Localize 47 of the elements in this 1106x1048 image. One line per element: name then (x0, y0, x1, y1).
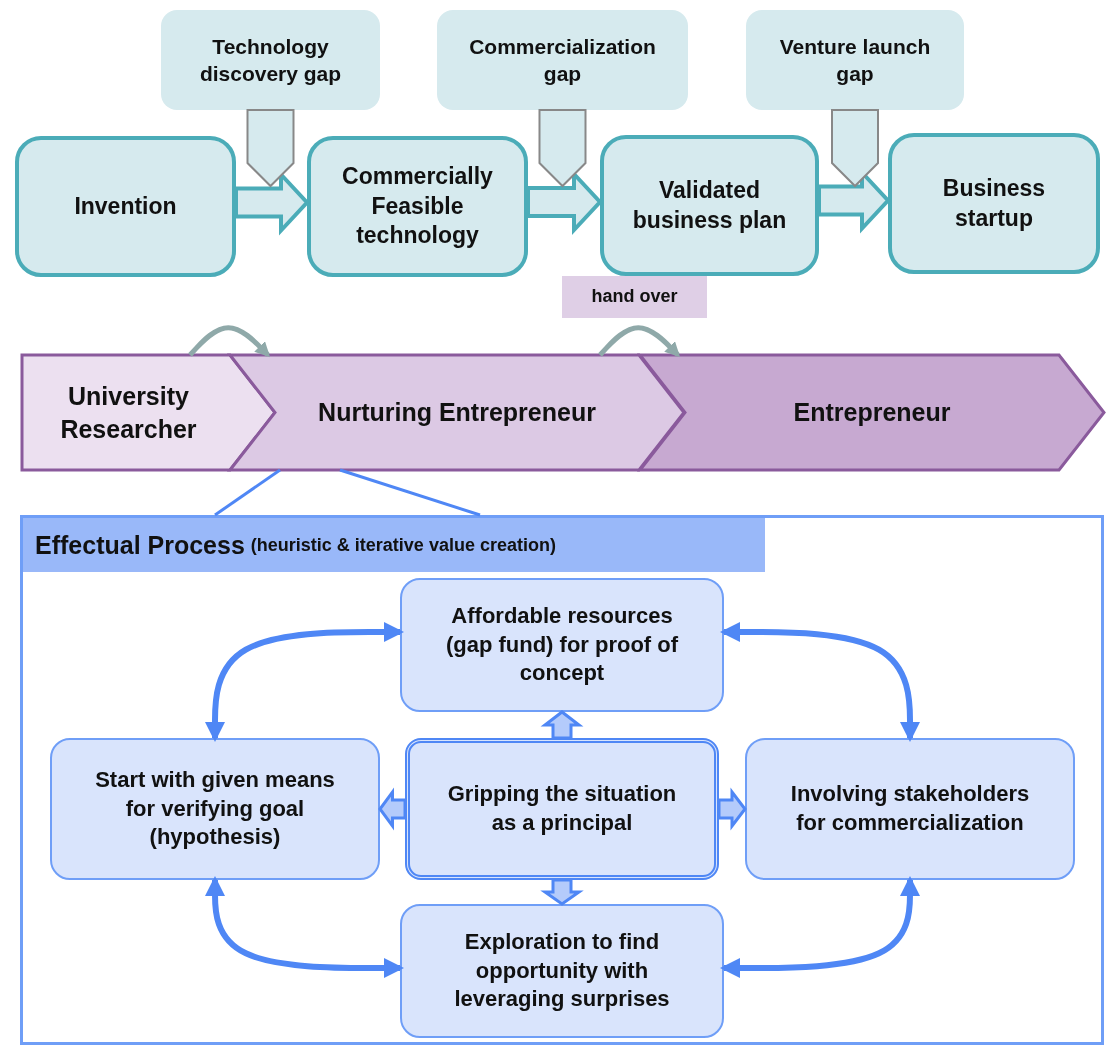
curved-arrow (205, 876, 404, 978)
pointer-arrow (538, 109, 587, 188)
role-label: University Researcher (59, 381, 198, 445)
curved-arrow (720, 876, 920, 978)
curved-arrow (720, 622, 920, 742)
gap-box (746, 10, 964, 110)
process-label: Gripping the situation as a principal (446, 780, 678, 837)
stage-label: Commercially Feasible technology (341, 161, 494, 251)
block-arrow (540, 878, 584, 906)
tag-label: hand over (591, 285, 678, 309)
block-arrow (717, 787, 747, 831)
process-label: Affordable resources (gap fund) for proof of concept (444, 602, 680, 688)
gap-box (161, 10, 380, 110)
process-panel (20, 515, 1104, 1045)
stage-label: Business startup (941, 173, 1047, 233)
tag-box (562, 276, 707, 318)
stage-box (888, 133, 1100, 274)
curved-arrow (598, 325, 681, 358)
process-label: Start with given means for verifying goal (hypothesis) (94, 766, 336, 852)
pointer-arrow (831, 109, 879, 188)
process-label: Exploration to find opportunity with leveraging surprises (453, 928, 671, 1014)
block-arrow (540, 710, 584, 740)
gap-label: Commercialization gap (468, 33, 657, 87)
process-box (405, 738, 719, 880)
stage-label: Validated business plan (631, 175, 788, 235)
block-arrow (378, 787, 407, 831)
curved-arrow (188, 325, 271, 358)
process-box (50, 738, 380, 880)
stage-box (307, 136, 528, 277)
process-label: Involving stakeholders for commercialization (789, 780, 1031, 837)
process-box (400, 578, 724, 712)
connector-line (214, 468, 281, 517)
curved-arrow (205, 622, 404, 742)
gap-box (437, 10, 688, 110)
process-box (745, 738, 1075, 880)
process-box (400, 904, 724, 1038)
gap-label: Technology discovery gap (198, 33, 343, 87)
chevron-shape (640, 355, 1104, 470)
stage-label: Invention (74, 191, 177, 221)
stage-box (600, 135, 819, 276)
pointer-arrow (246, 109, 295, 188)
gap-label: Venture launch gap (778, 33, 932, 87)
role-label: Entrepreneur (793, 397, 951, 429)
stage-box (15, 136, 236, 277)
panel-subheading: (heuristic & iterative value creation) (250, 534, 556, 556)
connector-line (339, 468, 481, 517)
panel-heading: Effectual Process (35, 530, 245, 560)
